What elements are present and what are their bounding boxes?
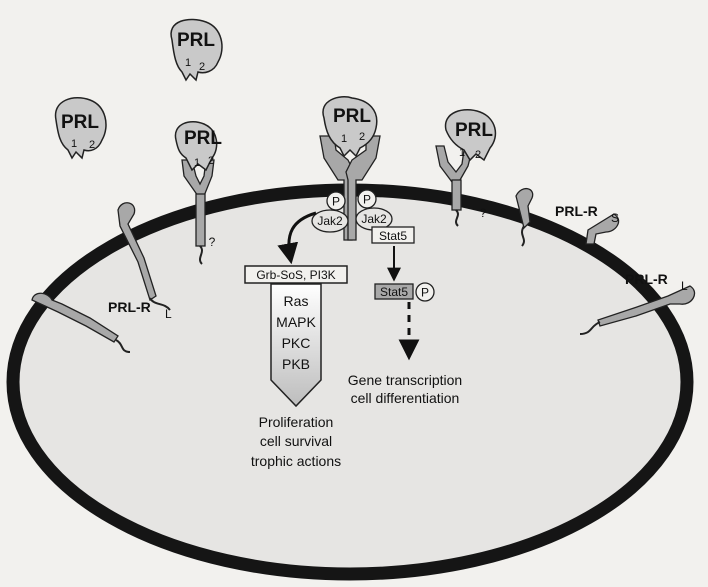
receptor-label-long-right-sub: L (681, 279, 688, 293)
stat5-receptor: Stat5 (371, 226, 415, 244)
arrow-to-adaptor (277, 211, 317, 265)
site-2-label: 2 (199, 61, 205, 73)
svg-text:Grb-SoS, PI3K: Grb-SoS, PI3K (256, 268, 335, 282)
outcome-proliferation: Proliferation (259, 414, 334, 430)
prl-ligand-free-top: PRL 1 2 (170, 18, 223, 82)
site-1-label: 1 (459, 147, 465, 159)
adaptor-box: Grb-SoS, PI3K (244, 265, 348, 284)
site-2-label: 2 (89, 139, 95, 151)
svg-text:Jak2: Jak2 (317, 214, 343, 228)
site-1-label: 1 (185, 57, 191, 69)
svg-text:Stat5: Stat5 (379, 229, 407, 243)
kinase-cascade-arrow (270, 283, 322, 408)
site-1-label: 1 (71, 138, 77, 150)
prl-label: PRL (177, 30, 215, 51)
jak2-right: Jak2 (355, 207, 393, 231)
svg-text:P: P (363, 193, 371, 207)
site-1-label: 1 (194, 157, 200, 169)
prl-label: PRL (333, 106, 371, 127)
receptor-label-long-left-sub: L (165, 307, 172, 321)
receptor-long-right: PRL-R L (579, 271, 696, 335)
receptor-single-bound-left: PRL 1 2 ? (174, 120, 222, 265)
svg-text:P: P (421, 286, 429, 300)
receptor-single-bound-right: PRL 1 2 ? (435, 109, 497, 227)
outcome-trophic-actions: trophic actions (251, 453, 341, 469)
svg-text:Jak2: Jak2 (361, 212, 387, 226)
receptor-label-short-sub: S (611, 211, 619, 225)
site-2-label: 2 (359, 131, 365, 143)
outcome-gene-transcription: Gene transcription (348, 372, 462, 388)
receptor-long-left-bottom: PRL-R L (31, 292, 172, 353)
receptor-label-long-right: PRL-R (625, 271, 668, 287)
receptor-dimer-center: PRL 1 2 (319, 96, 381, 241)
phospho-right: P (357, 189, 377, 209)
phospho-left: P (326, 191, 346, 211)
kinase-ras: Ras (284, 293, 309, 309)
receptor-label-short: PRL-R (555, 203, 598, 219)
svg-text:P: P (332, 195, 340, 209)
stat5-phosphorylated: Stat5 P (374, 282, 435, 302)
kinase-mapk: MAPK (276, 314, 316, 330)
prl-ligand-free-left: PRL 1 2 (54, 97, 107, 160)
unknown-mark: ? (480, 206, 487, 220)
unknown-mark: ? (209, 235, 216, 249)
kinase-pkb: PKB (282, 356, 310, 372)
outcome-cell-survival: cell survival (260, 433, 332, 449)
site-1-label: 1 (341, 133, 347, 145)
prl-label: PRL (184, 128, 222, 149)
svg-text:Stat5: Stat5 (380, 285, 408, 299)
receptor-long-left-top (117, 202, 171, 311)
prl-label: PRL (61, 112, 99, 133)
site-2-label: 2 (475, 149, 481, 161)
jak2-left: Jak2 (311, 209, 349, 233)
outcome-cell-differentiation: cell differentiation (351, 390, 460, 406)
receptor-short: PRL-R S (515, 188, 620, 247)
kinase-pkc: PKC (282, 335, 311, 351)
prl-label: PRL (455, 120, 493, 141)
receptor-label-long-left: PRL-R (108, 299, 151, 315)
site-2-label: 2 (208, 155, 214, 167)
